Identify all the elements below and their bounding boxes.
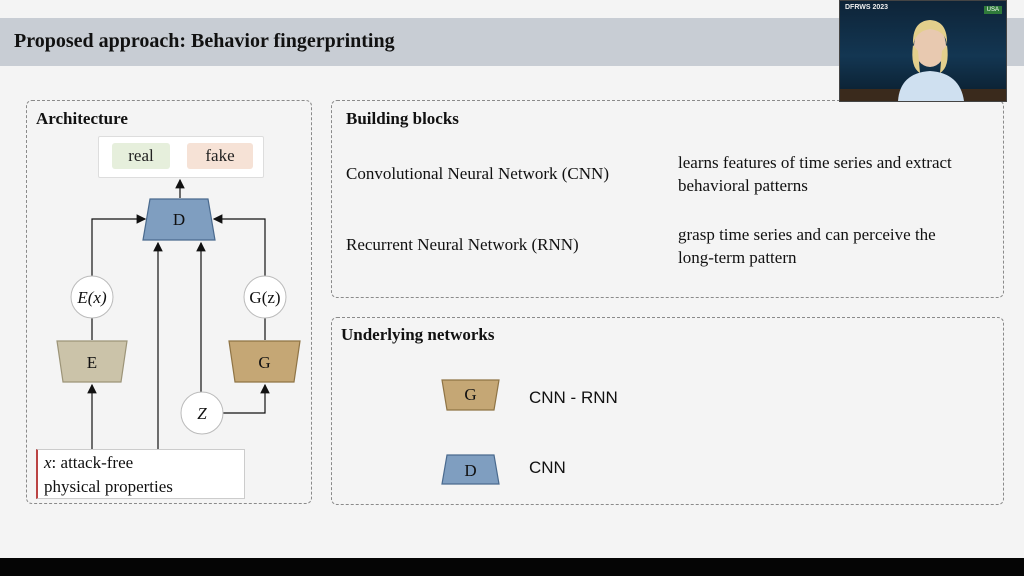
ex-to-d-arrow bbox=[91, 214, 147, 276]
cnn-description: learns features of time series and extra… bbox=[678, 151, 1000, 197]
rnn-description-line-1: grasp time series and can perceive the bbox=[678, 225, 936, 244]
input-box: x: attack-free physical properties bbox=[36, 449, 245, 499]
discriminator-label: D bbox=[172, 210, 186, 229]
generator-legend-label: CNN - RNN bbox=[529, 388, 618, 407]
z-to-g-arrow bbox=[223, 383, 270, 414]
video-badge-right: USA bbox=[983, 6, 1002, 14]
input-label-line-1: : attack-free bbox=[51, 453, 134, 472]
slide-title: Proposed approach: Behavior fingerprinti… bbox=[14, 30, 395, 52]
noise-label: Z bbox=[197, 404, 207, 423]
real-label: real bbox=[112, 143, 170, 169]
input-symbol: x bbox=[44, 453, 52, 472]
input-label-line-2: physical properties bbox=[44, 477, 173, 496]
discriminator-legend-shape bbox=[441, 454, 500, 485]
discriminator-legend-symbol: D bbox=[464, 461, 477, 480]
encoder-shape bbox=[56, 340, 128, 383]
cnn-name: Convolutional Neural Network (CNN) bbox=[346, 164, 609, 183]
encoder-label: E bbox=[86, 353, 98, 372]
rnn-description: grasp time series and can perceive the l… bbox=[678, 223, 1000, 269]
input-line-1: x: attack-free bbox=[44, 451, 238, 475]
generator-legend-shape bbox=[441, 379, 500, 411]
building-blocks-heading: Building blocks bbox=[346, 109, 459, 128]
presenter-video: DFRWS 2023 USA bbox=[839, 0, 1007, 102]
presenter-avatar bbox=[840, 20, 1006, 101]
encoder-output-label: E(x) bbox=[77, 288, 107, 307]
generator-shape bbox=[228, 340, 301, 383]
discriminator-legend-label: CNN bbox=[529, 458, 566, 477]
discriminator-shape bbox=[142, 198, 216, 241]
cnn-description-line-1: learns features of time series and extra… bbox=[678, 153, 952, 172]
rnn-name: Recurrent Neural Network (RNN) bbox=[346, 235, 579, 254]
ex-circle bbox=[70, 275, 114, 319]
generator-label: G bbox=[258, 353, 271, 372]
underlying-networks-panel bbox=[331, 317, 1004, 505]
underlying-networks-heading: Underlying networks bbox=[341, 325, 495, 344]
fake-label: fake bbox=[187, 143, 253, 169]
gz-to-d-arrow bbox=[212, 214, 266, 276]
generator-legend-symbol: G bbox=[464, 385, 477, 404]
bottom-strip bbox=[0, 558, 1024, 576]
z-circle bbox=[180, 391, 224, 435]
building-blocks-panel bbox=[331, 100, 1004, 298]
video-badge-left: DFRWS 2023 bbox=[845, 4, 889, 11]
architecture-heading: Architecture bbox=[36, 109, 128, 128]
rnn-description-line-2: long-term pattern bbox=[678, 248, 797, 267]
cnn-description-line-2: behavioral patterns bbox=[678, 176, 808, 195]
generator-output-label: G(z) bbox=[249, 288, 281, 307]
gz-circle bbox=[243, 275, 287, 319]
